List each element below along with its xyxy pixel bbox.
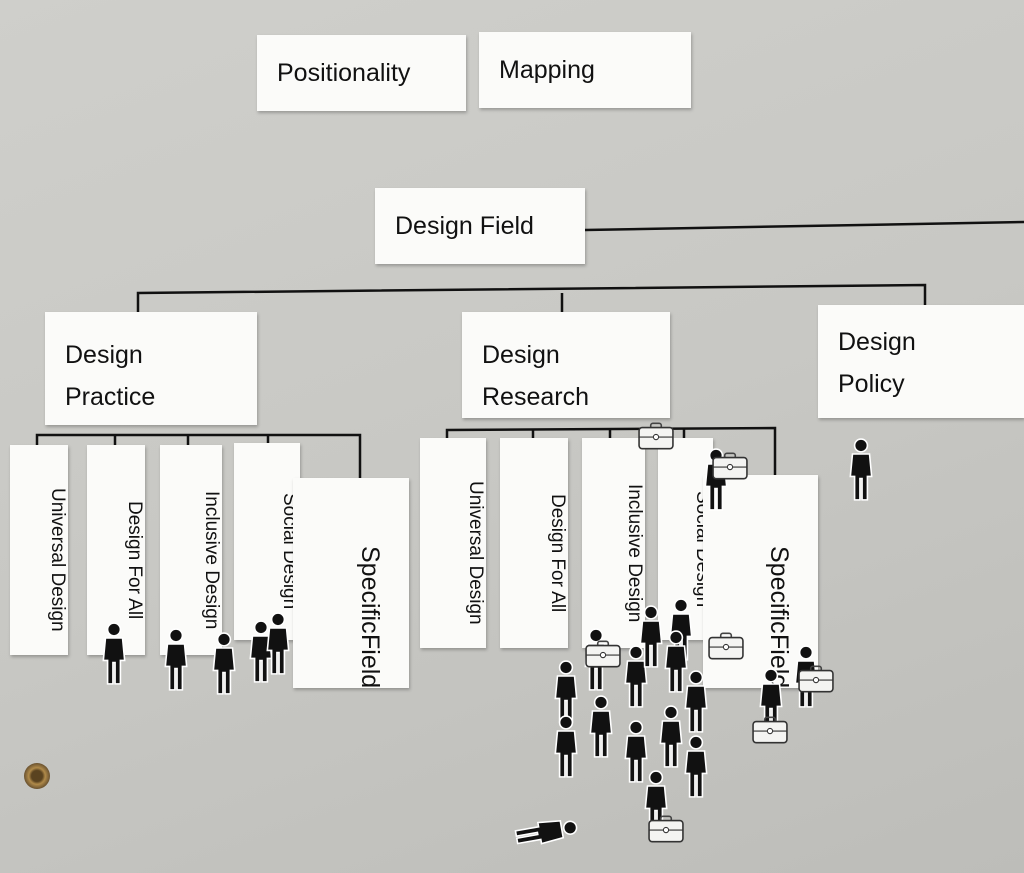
specific-line1: Specific <box>765 546 793 634</box>
mapping-card: Mapping <box>479 32 691 108</box>
person-icon <box>160 628 192 692</box>
design-practice-line2: Practice <box>65 383 156 411</box>
door-knob <box>24 763 50 789</box>
person-icon <box>585 695 617 759</box>
person-icon <box>550 715 582 779</box>
briefcase-icon <box>708 632 744 660</box>
practice-specific-field-card: Specific Field <box>293 478 409 688</box>
design-policy-card: Design Policy <box>818 305 1024 418</box>
briefcase-icon <box>638 422 674 450</box>
design-field-card: Design Field <box>375 188 585 264</box>
field-line2: Field <box>356 633 384 688</box>
person-icon <box>262 612 294 676</box>
practice-design-for-all-card: Design For All <box>87 445 145 655</box>
person-icon <box>680 735 712 799</box>
research-universal-design-card: Universal Design <box>420 438 486 648</box>
practice-universal-design-card: Universal Design <box>10 445 68 655</box>
design-research-line1: Design <box>482 341 560 369</box>
person-icon <box>845 438 877 502</box>
practice-social-design-card: Social Design <box>234 443 300 640</box>
specific-line1: Specific <box>356 546 384 634</box>
design-practice-card: Design Practice <box>45 312 257 425</box>
research-design-for-all-card: Design For All <box>500 438 568 648</box>
practice-inclusive-design-card: Inclusive Design <box>160 445 222 655</box>
design-practice-line1: Design <box>65 341 143 369</box>
design-policy-line1: Design <box>838 328 916 356</box>
positionality-card: Positionality <box>257 35 466 111</box>
briefcase-icon <box>648 815 684 843</box>
person-icon <box>208 632 240 696</box>
design-policy-line2: Policy <box>838 370 905 398</box>
design-research-line2: Research <box>482 383 589 411</box>
briefcase-icon <box>752 716 788 744</box>
person-icon <box>98 622 130 686</box>
design-research-card: Design Research <box>462 312 670 418</box>
briefcase-icon <box>712 452 748 480</box>
briefcase-icon <box>585 640 621 668</box>
research-inclusive-design-card: Inclusive Design <box>582 438 645 648</box>
briefcase-icon <box>798 665 834 693</box>
